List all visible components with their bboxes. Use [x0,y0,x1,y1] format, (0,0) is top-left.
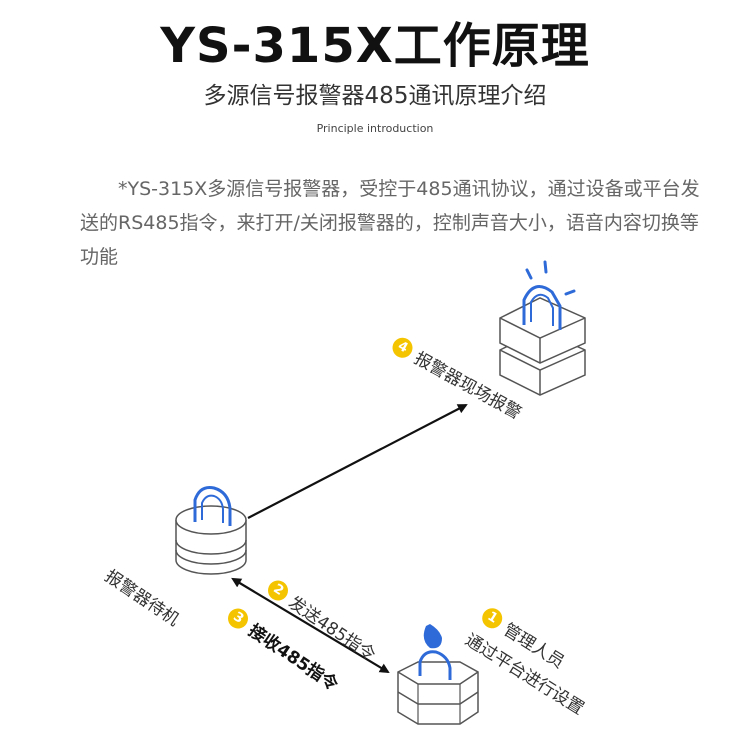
alarm-trigger-arrow-icon [247,404,468,519]
management-platform-icon [397,624,479,725]
page-subtitle: 多源信号报警器485通讯原理介绍 [203,83,547,109]
alarm-standby-icon [175,486,247,575]
alarm-light-icon [499,260,586,396]
english-subtitle: Principle introduction [316,122,434,135]
command-exchange-arrow-icon [231,577,390,674]
page-title: YS-315X工作原理 [160,18,590,74]
description-text: *YS-315X多源信号报警器，受控于485通讯协议，通过设备或平台发送的RS4… [80,178,700,268]
